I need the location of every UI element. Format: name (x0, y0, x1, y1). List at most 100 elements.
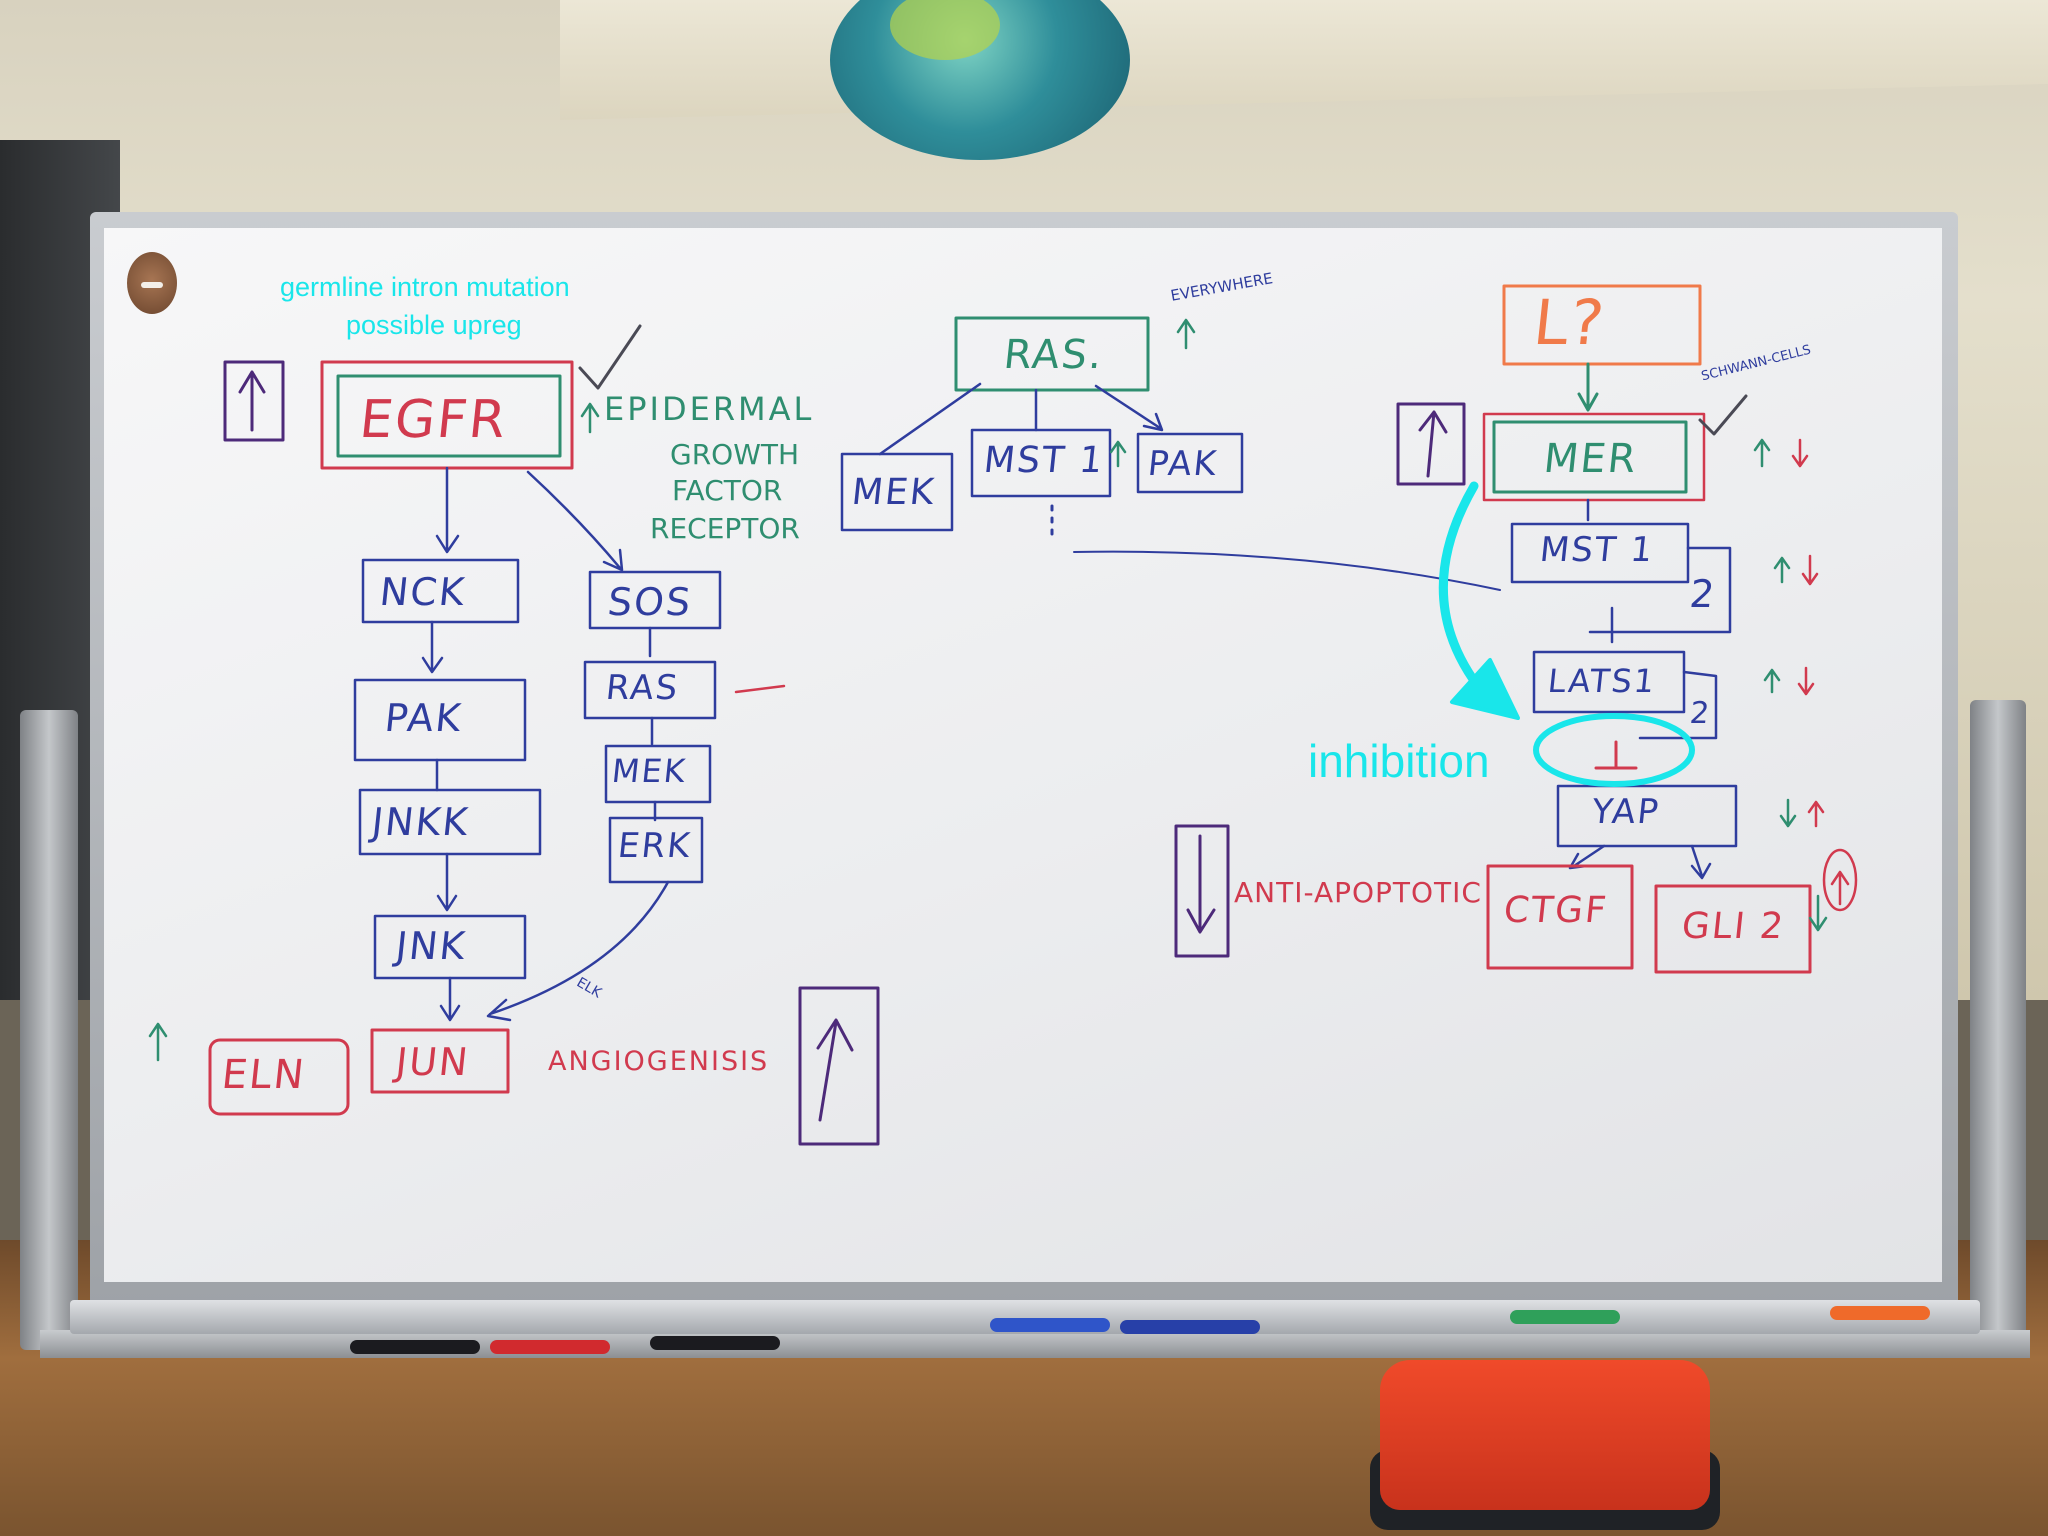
red-down-3 (1797, 666, 1815, 696)
up-arrow-eln (148, 1022, 168, 1062)
marker-blue (990, 1318, 1110, 1332)
ras-left-red-mark (734, 684, 786, 694)
mek-left-label: MEK (610, 752, 689, 790)
antiapoptotic-down-box (1174, 824, 1230, 958)
mst1-top-label: MST 1 (981, 440, 1107, 481)
l-query-label: L? (1530, 286, 1610, 359)
mst2-box (1588, 546, 1732, 634)
pak-left-box (353, 678, 527, 762)
jnkk-box (358, 788, 542, 856)
up-arrow-right (1418, 410, 1448, 478)
egfr-to-sos (526, 470, 624, 572)
gli2-up-circle (1822, 848, 1858, 912)
epidermal-label-3: FACTOR (672, 474, 783, 507)
angiogenesis-up-box (798, 986, 880, 1146)
yap-to-gli2 (1690, 844, 1712, 880)
egfr-inner-box (336, 374, 562, 458)
ctgf-box (1486, 864, 1634, 970)
board-stand-right (1970, 700, 2026, 1340)
jnkk-label: JNKK (369, 800, 472, 844)
red-up-4 (1807, 800, 1825, 828)
cross-link-line (1073, 550, 1501, 591)
antiapoptotic-down-arrow (1186, 834, 1216, 934)
up-box-left (223, 360, 285, 442)
jnk-label: JNK (393, 924, 469, 968)
ras-to-pak-top (1094, 384, 1164, 432)
epidermal-label-4: RECEPTOR (650, 512, 800, 545)
mer-outer-box (1482, 412, 1706, 502)
board-stand-left (20, 710, 78, 1350)
lats2-box (1638, 670, 1718, 740)
marker-orange (1830, 1306, 1930, 1320)
ras-top-box (954, 316, 1150, 392)
red-down-2 (1801, 554, 1819, 586)
green-down-4 (1779, 798, 1797, 828)
paper-pompom-decoration (830, 0, 1130, 160)
mer-inner-box (1492, 420, 1688, 494)
jun-label: JUN (393, 1040, 472, 1084)
check-mer (1698, 394, 1748, 436)
cyan-inhibition-arrow (1438, 481, 1489, 699)
up-arrow-ras-top (1176, 318, 1196, 350)
nck-to-pak (421, 620, 444, 674)
egfr-to-nck (435, 466, 460, 554)
l-to-mer (1577, 362, 1599, 412)
mer-label: MER (1541, 436, 1640, 482)
mst-alt-label: 2 (1687, 572, 1719, 616)
upreg-annotation: possible upreg (346, 310, 522, 340)
marker-black (350, 1340, 480, 1354)
erk-box (608, 816, 704, 884)
cyan-arrowhead (1450, 658, 1520, 720)
ras-top-label: RAS. (1001, 332, 1107, 378)
erk-label: ERK (615, 826, 694, 866)
inhibition-tee (1594, 740, 1638, 770)
mst1-right-label: MST 1 (1537, 530, 1657, 570)
pak-top-box (1136, 432, 1244, 494)
lats1-box (1532, 650, 1686, 714)
mek-left-box (604, 744, 712, 804)
inhibition-annotation: inhibition (1308, 735, 1490, 787)
up-box-right (1396, 402, 1466, 486)
epidermal-up-arrow (580, 402, 600, 434)
antiapoptotic-label: ANTI-APOPTOTIC (1234, 876, 1482, 909)
sos-label: SOS (605, 580, 695, 624)
up-arrow-left (238, 370, 266, 432)
epidermal-label-2: GROWTH (670, 438, 800, 471)
green-up-1 (1753, 438, 1771, 468)
jnkk-to-jnk (436, 852, 458, 912)
germline-annotation: germline intron mutation (280, 272, 570, 302)
mek-top-label: MEK (849, 472, 938, 513)
mek-top-box (840, 452, 954, 532)
lats-alt-label: 2 (1688, 696, 1713, 731)
pak-left-label: PAK (382, 696, 465, 740)
egfr-label: EGFR (356, 390, 511, 450)
jun-box (370, 1028, 510, 1094)
yap-box (1556, 784, 1738, 848)
jnk-to-jun (439, 976, 461, 1022)
yap-label: YAP (1589, 792, 1662, 832)
whiteboard-surface (104, 228, 1942, 1282)
up-arrow-mst1-top (1109, 440, 1127, 468)
angiogenesis-label: ANGIOGENISIS (548, 1046, 770, 1077)
eln-label: ELN (219, 1052, 308, 1098)
nck-box (361, 558, 520, 624)
face-sticker-avatar (127, 252, 177, 314)
mst1-top-box (970, 428, 1112, 498)
gli2-label: GLI 2 (1679, 906, 1788, 947)
lats1-label: LATS1 (1546, 662, 1659, 700)
gli2-box (1654, 884, 1812, 974)
orange-backpack (1380, 1360, 1710, 1510)
epidermal-label-1: EPIDERMAL (604, 390, 815, 428)
pak-top-label: PAK (1145, 444, 1220, 484)
marker-green (1510, 1310, 1620, 1324)
gli2-up-arrow (1830, 870, 1850, 906)
sos-box (588, 570, 722, 630)
gli2-down-arrow (1808, 894, 1828, 932)
check-egfr (578, 324, 642, 390)
ctgf-label: CTGF (1501, 890, 1610, 931)
cyan-inhibition-circle (1533, 713, 1695, 787)
green-up-3 (1763, 668, 1781, 694)
marker-red (490, 1340, 610, 1354)
